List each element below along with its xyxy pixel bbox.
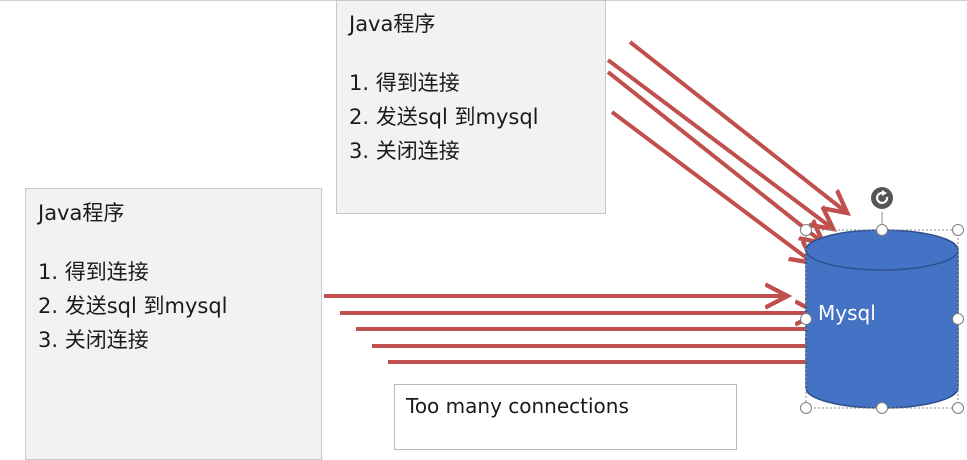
connection-arrow (610, 110, 812, 262)
java-program-title: Java程序 (349, 12, 436, 36)
resize-handle[interactable] (876, 224, 888, 236)
mysql-label: Mysql (818, 301, 876, 325)
resize-handle[interactable] (800, 402, 812, 414)
resize-handle[interactable] (952, 313, 964, 325)
step-get-connection: 1. 得到连接 (38, 260, 149, 284)
resize-handle[interactable] (952, 224, 964, 236)
resize-handle[interactable] (952, 402, 964, 414)
mysql-database-cylinder[interactable]: Mysql (805, 229, 959, 409)
selection-frame[interactable] (800, 212, 964, 414)
step-send-sql: 2. 发送sql 到mysql (349, 105, 539, 129)
step-list: 1. 得到连接 2. 发送sql 到mysql 3. 关闭连接 (38, 255, 321, 357)
resize-handle[interactable] (876, 402, 888, 414)
connection-arrow (606, 58, 832, 228)
connection-arrow (606, 70, 822, 242)
rotate-icon[interactable] (871, 187, 893, 209)
arrow-group-left (324, 296, 852, 362)
step-get-connection: 1. 得到连接 (349, 71, 460, 95)
cylinder-body (805, 250, 959, 409)
too-many-connections-box[interactable]: Too many connections (394, 384, 737, 450)
arrow-group-top (606, 40, 846, 262)
java-program-title: Java程序 (38, 201, 125, 225)
connection-arrow (628, 40, 846, 212)
step-send-sql: 2. 发送sql 到mysql (38, 294, 228, 318)
step-list: 1. 得到连接 2. 发送sql 到mysql 3. 关闭连接 (349, 66, 605, 168)
error-message: Too many connections (406, 394, 629, 418)
java-program-box-top[interactable]: Java程序 1. 得到连接 2. 发送sql 到mysql 3. 关闭连接 (336, 0, 606, 214)
step-close-connection: 3. 关闭连接 (349, 139, 460, 163)
resize-handle[interactable] (800, 224, 812, 236)
resize-handle[interactable] (800, 313, 812, 325)
java-program-box-left[interactable]: Java程序 1. 得到连接 2. 发送sql 到mysql 3. 关闭连接 (25, 188, 322, 460)
step-close-connection: 3. 关闭连接 (38, 328, 149, 352)
